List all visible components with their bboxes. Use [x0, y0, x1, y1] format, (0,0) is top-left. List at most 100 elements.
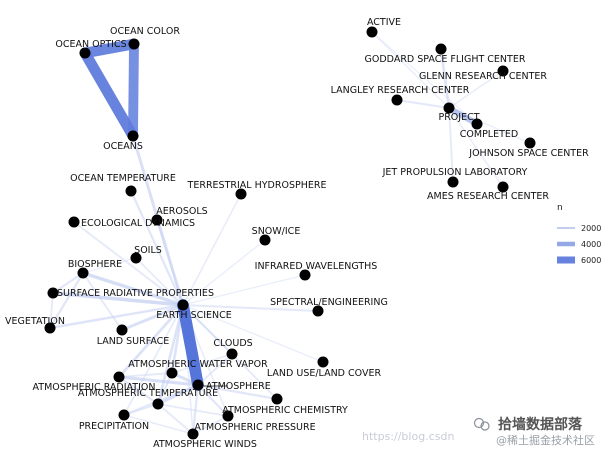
node-label-completed: COMPLETED	[460, 129, 518, 140]
node-ecological-dynamics	[68, 216, 80, 228]
node-land-use-land-cover	[317, 356, 329, 368]
edge-active--project	[371, 31, 450, 109]
node-completed	[471, 118, 483, 130]
edge-atmosphere--clouds	[197, 353, 233, 386]
legend-entries: 2000 4000 6000	[557, 224, 601, 265]
edge-ocean-optics--oceans	[79, 47, 139, 142]
node-johnson-space-center	[524, 137, 536, 149]
edge-terrestrial-hydrosphere--earth-science	[182, 193, 242, 306]
edge-jet-propulsion-laboratory--project	[448, 107, 454, 183]
node-atmospheric-chemistry	[271, 393, 283, 405]
node-atmospheric-water-vapor	[166, 367, 178, 379]
node-label-biosphere: BIOSPHERE	[68, 259, 122, 270]
edge-ocean-color--ocean-optics	[79, 38, 140, 59]
node-vegetation	[44, 322, 56, 334]
node-clouds	[226, 348, 238, 360]
node-label-soils: SOILS	[134, 245, 162, 256]
edge-biosphere--soils	[82, 257, 137, 274]
node-surface-radiative-properties	[47, 287, 59, 299]
edge-layer	[48, 31, 531, 436]
node-label-johnson-space-center: JOHNSON SPACE CENTER	[468, 148, 589, 159]
edge-clouds--earth-science	[181, 303, 234, 356]
edge-ames-research-center--project	[448, 107, 504, 188]
node-label-ocean-color: OCEAN COLOR	[110, 26, 180, 37]
watermark-title: 拾墙数据部落	[498, 416, 583, 433]
node-soils	[130, 252, 142, 264]
edge-precipitation--earth-science	[123, 304, 184, 416]
node-label-land-surface: LAND SURFACE	[97, 336, 170, 347]
edge-atmospheric-winds--atmospheric-pressure	[192, 415, 229, 435]
legend-label-4000: 4000	[581, 240, 601, 249]
edge-atmospheric-water-vapor--clouds	[171, 353, 233, 374]
edge-spectral-engineering--earth-science	[181, 303, 320, 313]
edge-atmospheric-temperature--atmospheric-winds	[157, 403, 194, 435]
edge-land-use-land-cover--earth-science	[182, 304, 324, 363]
node-label-atmospheric-winds: ATMOSPHERIC WINDS	[153, 439, 257, 450]
node-snow-ice	[259, 234, 271, 246]
node-label-land-use-land-cover: LAND USE/LAND COVER	[267, 368, 382, 379]
edge-langley-research-center--project	[395, 98, 451, 110]
wechat-icon	[473, 417, 490, 431]
edge-soils--earth-science	[135, 257, 184, 306]
node-ocean-color	[128, 38, 140, 50]
node-label-goddard-space-flight-center: GODDARD SPACE FLIGHT CENTER	[365, 54, 526, 65]
edge-goddard-space-flight-center--project	[439, 47, 451, 110]
node-label-atmospheric-chemistry: ATMOSPHERIC CHEMISTRY	[222, 405, 348, 416]
edge-vegetation--earth-science	[48, 303, 185, 330]
node-atmospheric-winds	[187, 428, 199, 440]
watermark-url: https://blog.csdn	[362, 430, 454, 443]
watermark-subtitle: @稀土掘金技术社区	[496, 433, 595, 447]
edge-atmospheric-radiation--earth-science	[117, 303, 185, 379]
edge-atmosphere--earth-science	[177, 299, 204, 391]
node-label-spectral-engineering: SPECTRAL/ENGINEERING	[270, 297, 388, 308]
edge-atmospheric-temperature--earth-science	[156, 303, 185, 406]
node-jet-propulsion-laboratory	[447, 176, 459, 188]
node-label-atmospheric-water-vapor: ATMOSPHERIC WATER VAPOR	[128, 359, 268, 370]
node-earth-science	[177, 299, 189, 311]
node-label-precipitation: PRECIPITATION	[79, 421, 149, 432]
edge-biosphere--land-surface	[82, 272, 123, 331]
node-label-project: PROJECT	[438, 112, 479, 123]
node-infrared-wavelengths	[299, 269, 311, 281]
node-langley-research-center	[391, 94, 403, 106]
legend-title: n	[557, 203, 563, 213]
edge-infrared-wavelengths--earth-science	[182, 274, 306, 306]
node-spectral-engineering	[312, 305, 324, 317]
node-ocean-temperature	[125, 185, 137, 197]
node-ocean-optics	[79, 47, 91, 59]
edge-atmospheric-temperature--atmospheric-pressure	[157, 403, 229, 417]
node-label-surface-radiative-properties: SURFACE RADIATIVE PROPERTIES	[57, 288, 214, 299]
node-land-surface	[116, 324, 128, 336]
edge-glenn-research-center--project	[448, 70, 504, 109]
node-atmosphere	[192, 379, 204, 391]
edge-vegetation--surface-radiative-properties	[49, 292, 54, 329]
node-label-ocean-optics: OCEAN OPTICS	[55, 39, 126, 50]
node-label-earth-science: EARTH SCIENCE	[156, 310, 232, 321]
edge-biosphere--earth-science	[81, 271, 185, 307]
node-active	[366, 26, 378, 38]
edge-biosphere--surface-radiative-properties	[51, 271, 85, 295]
edge-snow-ice--earth-science	[182, 239, 266, 306]
node-label-jet-propulsion-laboratory: JET PROPULSION LABORATORY	[382, 167, 528, 178]
legend-label-2000: 2000	[581, 224, 601, 233]
edge-ecological-dynamics--earth-science	[73, 221, 184, 306]
node-label-aerosols: AEROSOLS	[156, 206, 207, 217]
node-precipitation	[118, 409, 130, 421]
node-label-langley-research-center: LANGLEY RESEARCH CENTER	[331, 85, 470, 96]
node-label-snow-ice: SNOW/ICE	[252, 226, 301, 237]
node-label-ames-research-center: AMES RESEARCH CENTER	[427, 191, 549, 202]
node-terrestrial-hydrosphere	[235, 188, 247, 200]
node-biosphere	[77, 267, 89, 279]
node-label-atmospheric-radiation: ATMOSPHERIC RADIATION	[33, 382, 156, 393]
node-ames-research-center	[497, 181, 509, 193]
legend-label-6000: 6000	[581, 256, 601, 265]
node-atmospheric-temperature	[152, 398, 164, 410]
edge-ocean-color--oceans	[128, 39, 139, 141]
node-label-glenn-research-center: GLENN RESEARCH CENTER	[419, 71, 547, 82]
edge-atmospheric-temperature--atmospheric-radiation	[117, 375, 160, 406]
node-atmospheric-pressure	[222, 410, 234, 422]
node-layer	[44, 26, 536, 440]
edge-surface-radiative-properties--earth-science	[51, 291, 185, 307]
watermark: https://blog.csdn 拾墙数据部落 @稀土掘金技术社区	[362, 416, 595, 447]
